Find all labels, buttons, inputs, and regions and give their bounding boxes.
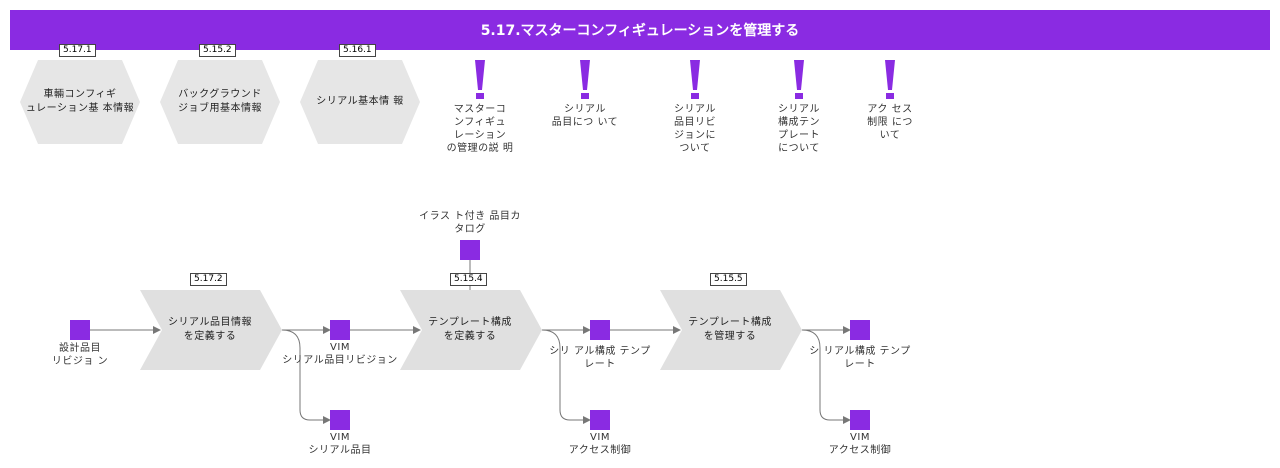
process-hexagon-5-16-1[interactable] xyxy=(300,60,420,144)
start-data-label: 設計品目 リビジョ ン xyxy=(51,343,109,367)
info-exclamation-icon[interactable] xyxy=(885,60,895,99)
process-chevron-5-15-5[interactable] xyxy=(660,290,802,370)
vim-label: VIM xyxy=(850,432,870,443)
output-label: アクセス制御 xyxy=(568,445,632,456)
process-label: 車輛コンフィギ ュレーション基 本情報 xyxy=(25,89,135,114)
info-note-label[interactable]: シリアル 品目リビ ジョンに ついて xyxy=(674,104,716,154)
process-tag: 5.15.4 xyxy=(450,273,487,286)
process-chevron-5-15-4[interactable] xyxy=(400,290,542,370)
process-tag: 5.15.5 xyxy=(710,273,747,286)
diagram-title-bar: 5.17.マスターコンフィギュレーションを管理する xyxy=(10,10,1270,50)
info-exclamation-icon[interactable] xyxy=(690,60,700,99)
process-tag: 5.16.1 xyxy=(339,44,376,57)
diagram-title: 5.17.マスターコンフィギュレーションを管理する xyxy=(480,23,800,39)
info-exclamation-icon[interactable] xyxy=(794,60,804,99)
data-object-output-1[interactable] xyxy=(330,320,350,340)
process-label: シリアル基本情 報 xyxy=(316,96,404,107)
process-step-label: シリアル品目情報 を定義する xyxy=(168,317,252,342)
output-label: アクセス制御 xyxy=(828,445,892,456)
vim-label: VIM xyxy=(330,432,350,443)
info-note-label[interactable]: シリアル 品目につ いて xyxy=(551,104,619,128)
process-tag: 5.17.2 xyxy=(190,273,227,286)
process-label: バックグラウンド ジョブ用基本情報 xyxy=(178,89,262,114)
connector-lines xyxy=(90,260,851,424)
data-object-lower-1[interactable] xyxy=(330,410,350,430)
output-label: シリアル品目 xyxy=(308,445,372,456)
vim-label: VIM xyxy=(330,342,350,353)
process-step-label: テンプレート構成 を管理する xyxy=(688,317,772,342)
data-object-start[interactable] xyxy=(70,320,90,340)
output-label: シ リアル構成 テンプ レート xyxy=(809,346,911,370)
info-note-label[interactable]: アク セス 制限 につ いて xyxy=(867,104,913,141)
process-step-label: テンプレート構成 を定義する xyxy=(428,317,512,342)
output-label: シリアル品目リビジョン xyxy=(282,355,398,366)
data-object-output-3[interactable] xyxy=(850,320,870,340)
info-note-label[interactable]: マスターコ ンフィギュ レーション の管理の説 明 xyxy=(446,104,514,154)
vim-label: VIM xyxy=(590,432,610,443)
catalog-label: イラス ト付き 品目カ タログ xyxy=(419,211,521,235)
process-tag: 5.15.2 xyxy=(199,44,236,57)
data-object-output-2[interactable] xyxy=(590,320,610,340)
output-label: シリ アル構成 テンプ レート xyxy=(549,346,651,370)
info-note-label[interactable]: シリアル 構成テン プレート について xyxy=(778,104,820,154)
process-tag: 5.17.1 xyxy=(59,44,96,57)
process-hexagon-5-17-1[interactable] xyxy=(20,60,140,144)
process-chevron-5-17-2[interactable] xyxy=(140,290,282,370)
info-exclamation-icon[interactable] xyxy=(475,60,485,99)
data-object-catalog[interactable] xyxy=(460,240,480,260)
info-exclamation-icon[interactable] xyxy=(580,60,590,99)
process-hexagon-5-15-2[interactable] xyxy=(160,60,280,144)
data-object-lower-3[interactable] xyxy=(850,410,870,430)
data-object-lower-2[interactable] xyxy=(590,410,610,430)
